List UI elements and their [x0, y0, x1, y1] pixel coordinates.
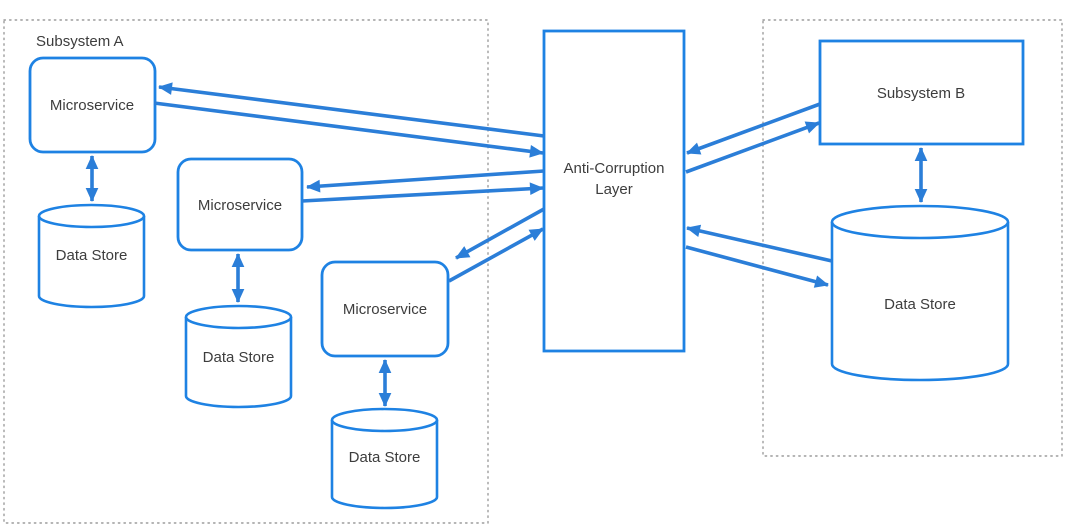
data-store-3-label: Data Store	[349, 449, 421, 466]
anti-corruption-layer-node: Anti-Corruption Layer	[542, 29, 686, 353]
data-store-2-cylinder-top	[184, 304, 293, 330]
arrow-data-store-right-to-acl	[686, 224, 833, 263]
data-store-3-node: Data Store	[330, 407, 439, 510]
arrow-acl-to-microservice-3	[455, 207, 545, 260]
subsystem-b-label: Subsystem B	[877, 85, 965, 102]
subsystem-b-node: Subsystem B	[818, 39, 1025, 146]
data-store-2-cylinder-body	[184, 317, 293, 409]
data-store-1-cylinder-body	[37, 216, 146, 309]
data-store-2-node: Data Store	[184, 304, 293, 409]
anti-corruption-layer-label-line1: Anti-Corruption	[564, 160, 665, 177]
microservice-2-node: Microservice	[176, 157, 304, 252]
data-store-3-cylinder-body	[330, 420, 439, 510]
microservice-3-node: Microservice	[320, 260, 450, 358]
data-store-right-node: Data Store	[830, 204, 1010, 382]
arrow-microservice-3-to-acl	[448, 227, 544, 283]
data-store-1-label: Data Store	[56, 247, 128, 264]
arrow-acl-to-data-store-right	[685, 245, 829, 288]
anti-corruption-layer-label-line2: Layer	[595, 181, 633, 198]
arrow-subsystem-b-to-acl	[686, 102, 821, 155]
data-store-1-cylinder-top	[37, 203, 146, 229]
data-store-1-node: Data Store	[37, 203, 146, 309]
data-store-right-label: Data Store	[884, 296, 956, 313]
microservice-2-box	[176, 157, 304, 252]
anti-corruption-layer-box	[542, 29, 686, 353]
arrow-acl-to-microservice-1	[158, 82, 545, 138]
subsystem-b-container	[762, 19, 1063, 457]
data-store-right-cylinder-top	[830, 204, 1010, 240]
arrow-microservice-2-to-acl	[301, 182, 544, 203]
connector-arrows	[85, 82, 928, 407]
subsystem-a-label: Subsystem A	[36, 33, 124, 50]
microservice-1-box	[28, 56, 157, 154]
arrow-acl-to-microservice-2	[306, 169, 545, 193]
data-store-3-cylinder-top	[330, 407, 439, 433]
microservice-1-node: Microservice	[28, 56, 157, 154]
microservice-1-label: Microservice	[50, 97, 134, 114]
arrow-acl-to-subsystem-b	[685, 121, 820, 174]
arrow-microservice-1-to-acl	[153, 101, 544, 158]
data-store-right-cylinder-body	[830, 222, 1010, 382]
data-store-2-label: Data Store	[203, 349, 275, 366]
microservice-3-label: Microservice	[343, 301, 427, 318]
subsystem-b-box	[818, 39, 1025, 146]
microservice-3-box	[320, 260, 450, 358]
subsystem-a-container	[3, 19, 489, 524]
microservice-2-label: Microservice	[198, 197, 282, 214]
